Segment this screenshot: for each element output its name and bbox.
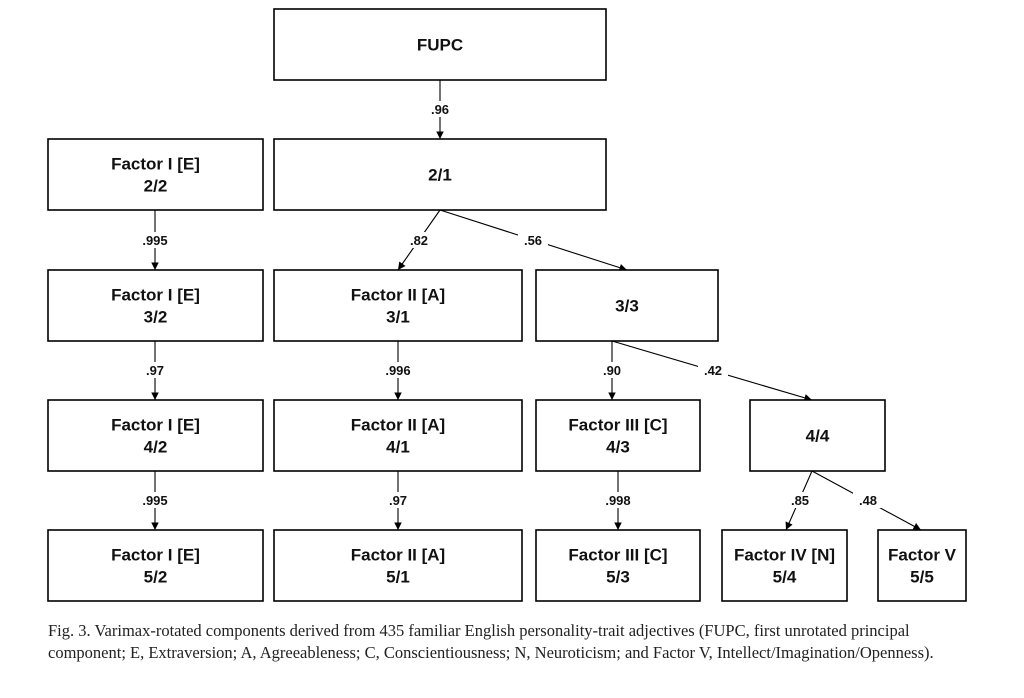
node-component-label: 5/2 xyxy=(144,568,168,587)
node-factor-label: Factor I [E] xyxy=(111,155,200,174)
edge-n44-n55: .48 xyxy=(811,470,922,531)
edge-loading-label: .995 xyxy=(142,233,167,248)
node-component-label: 5/4 xyxy=(773,568,797,587)
edge-loading-label: .998 xyxy=(605,493,630,508)
edge-n32-n42: .97 xyxy=(140,341,170,400)
node-fupc: FUPC xyxy=(273,8,607,81)
edge-n42-n52: .995 xyxy=(136,471,174,530)
node-factor-label: Factor III [C] xyxy=(568,546,667,565)
edge-label-background xyxy=(136,492,174,508)
edge-label-background xyxy=(140,362,170,378)
edge-fupc-n21: .96 xyxy=(425,80,455,139)
edge-label-background xyxy=(404,232,434,248)
node-factor-label: Factor II [A] xyxy=(351,416,445,435)
edge-label-background xyxy=(425,101,455,117)
edge-loading-label: .995 xyxy=(142,493,167,508)
edge-n44-n54: .85 xyxy=(785,470,815,531)
node-n53: Factor III [C] 5/3 xyxy=(535,529,701,602)
edge-n31-n41: .996 xyxy=(379,341,417,400)
node-component-label: 3/1 xyxy=(386,308,410,327)
edge-n21-n31: .82 xyxy=(397,209,441,271)
node-factor-label: Factor III [C] xyxy=(568,416,667,435)
edge-loading-label: .48 xyxy=(859,493,877,508)
node-n44: 4/4 xyxy=(749,399,886,472)
edge-label-background xyxy=(383,492,413,508)
node-box xyxy=(47,399,264,472)
node-box xyxy=(47,138,264,211)
node-factor-label: Factor V xyxy=(888,546,957,565)
edge-label-background xyxy=(136,232,174,248)
node-n33: 3/3 xyxy=(535,269,719,342)
node-factor-label: Factor I [E] xyxy=(111,286,200,305)
edge-loading-label: .85 xyxy=(791,493,809,508)
node-component-label: 2/2 xyxy=(144,177,168,196)
edge-loading-label: .42 xyxy=(704,363,722,378)
node-n21: 2/1 xyxy=(273,138,607,211)
node-box xyxy=(877,529,967,602)
node-box xyxy=(535,399,701,472)
node-box xyxy=(721,529,848,602)
node-n51: Factor II [A] 5/1 xyxy=(273,529,523,602)
edge-label-background xyxy=(379,362,417,378)
edge-n43-n53: .998 xyxy=(599,471,637,530)
node-component-label: 3/3 xyxy=(615,297,639,316)
node-box xyxy=(749,399,886,472)
node-component-label: FUPC xyxy=(417,36,463,55)
node-n54: Factor IV [N] 5/4 xyxy=(721,529,848,602)
node-box xyxy=(273,8,607,81)
node-box xyxy=(273,529,523,602)
node-n52: Factor I [E] 5/2 xyxy=(47,529,264,602)
edge-n22-n32: .995 xyxy=(136,210,174,270)
node-n22: Factor I [E] 2/2 xyxy=(47,138,264,211)
edge-label-background xyxy=(698,362,728,378)
node-n55: Factor V 5/5 xyxy=(877,529,967,602)
node-component-label: 4/1 xyxy=(386,438,410,457)
node-factor-label: Factor I [E] xyxy=(111,546,200,565)
figure-caption: Fig. 3. Varimax-rotated components deriv… xyxy=(48,621,934,662)
edge-loading-label: .90 xyxy=(603,363,621,378)
node-component-label: 4/3 xyxy=(606,438,630,457)
node-n41: Factor II [A] 4/1 xyxy=(273,399,523,472)
edge-loading-label: .82 xyxy=(410,233,428,248)
node-n43: Factor III [C] 4/3 xyxy=(535,399,701,472)
node-box xyxy=(47,529,264,602)
factor-hierarchy-diagram: .96 .995 .82 .56 .97 .996 .90 .42 .995 .97 .998 .85… xyxy=(47,8,967,602)
edge-label-background xyxy=(599,492,637,508)
edge-n21-n33: .56 xyxy=(439,209,628,272)
edge-n41-n51: .97 xyxy=(383,471,413,530)
node-component-label: 4/4 xyxy=(806,427,830,446)
edge-n33-n44: .42 xyxy=(611,340,813,402)
edge-label-background xyxy=(597,362,627,378)
node-component-label: 4/2 xyxy=(144,438,168,457)
edge-loading-label: .56 xyxy=(524,233,542,248)
edge-label-background xyxy=(518,232,548,248)
node-component-label: 5/1 xyxy=(386,568,410,587)
node-factor-label: Factor I [E] xyxy=(111,416,200,435)
edge-loading-label: .97 xyxy=(389,493,407,508)
node-n32: Factor I [E] 3/2 xyxy=(47,269,264,342)
node-box xyxy=(535,529,701,602)
node-box xyxy=(535,269,719,342)
edge-loading-label: .97 xyxy=(146,363,164,378)
node-box xyxy=(273,399,523,472)
node-component-label: 2/1 xyxy=(428,166,452,185)
node-factor-label: Factor II [A] xyxy=(351,286,445,305)
node-n42: Factor I [E] 4/2 xyxy=(47,399,264,472)
node-box xyxy=(47,269,264,342)
edge-label-background xyxy=(785,492,815,508)
node-factor-label: Factor II [A] xyxy=(351,546,445,565)
node-n31: Factor II [A] 3/1 xyxy=(273,269,523,342)
node-box xyxy=(273,269,523,342)
edge-label-background xyxy=(853,492,883,508)
edge-loading-label: .996 xyxy=(385,363,410,378)
edge-loading-label: .96 xyxy=(431,102,449,117)
node-component-label: 5/3 xyxy=(606,568,630,587)
node-box xyxy=(273,138,607,211)
node-factor-label: Factor IV [N] xyxy=(734,546,835,565)
edge-n33-n43: .90 xyxy=(597,341,627,400)
node-component-label: 3/2 xyxy=(144,308,168,327)
node-component-label: 5/5 xyxy=(910,568,934,587)
